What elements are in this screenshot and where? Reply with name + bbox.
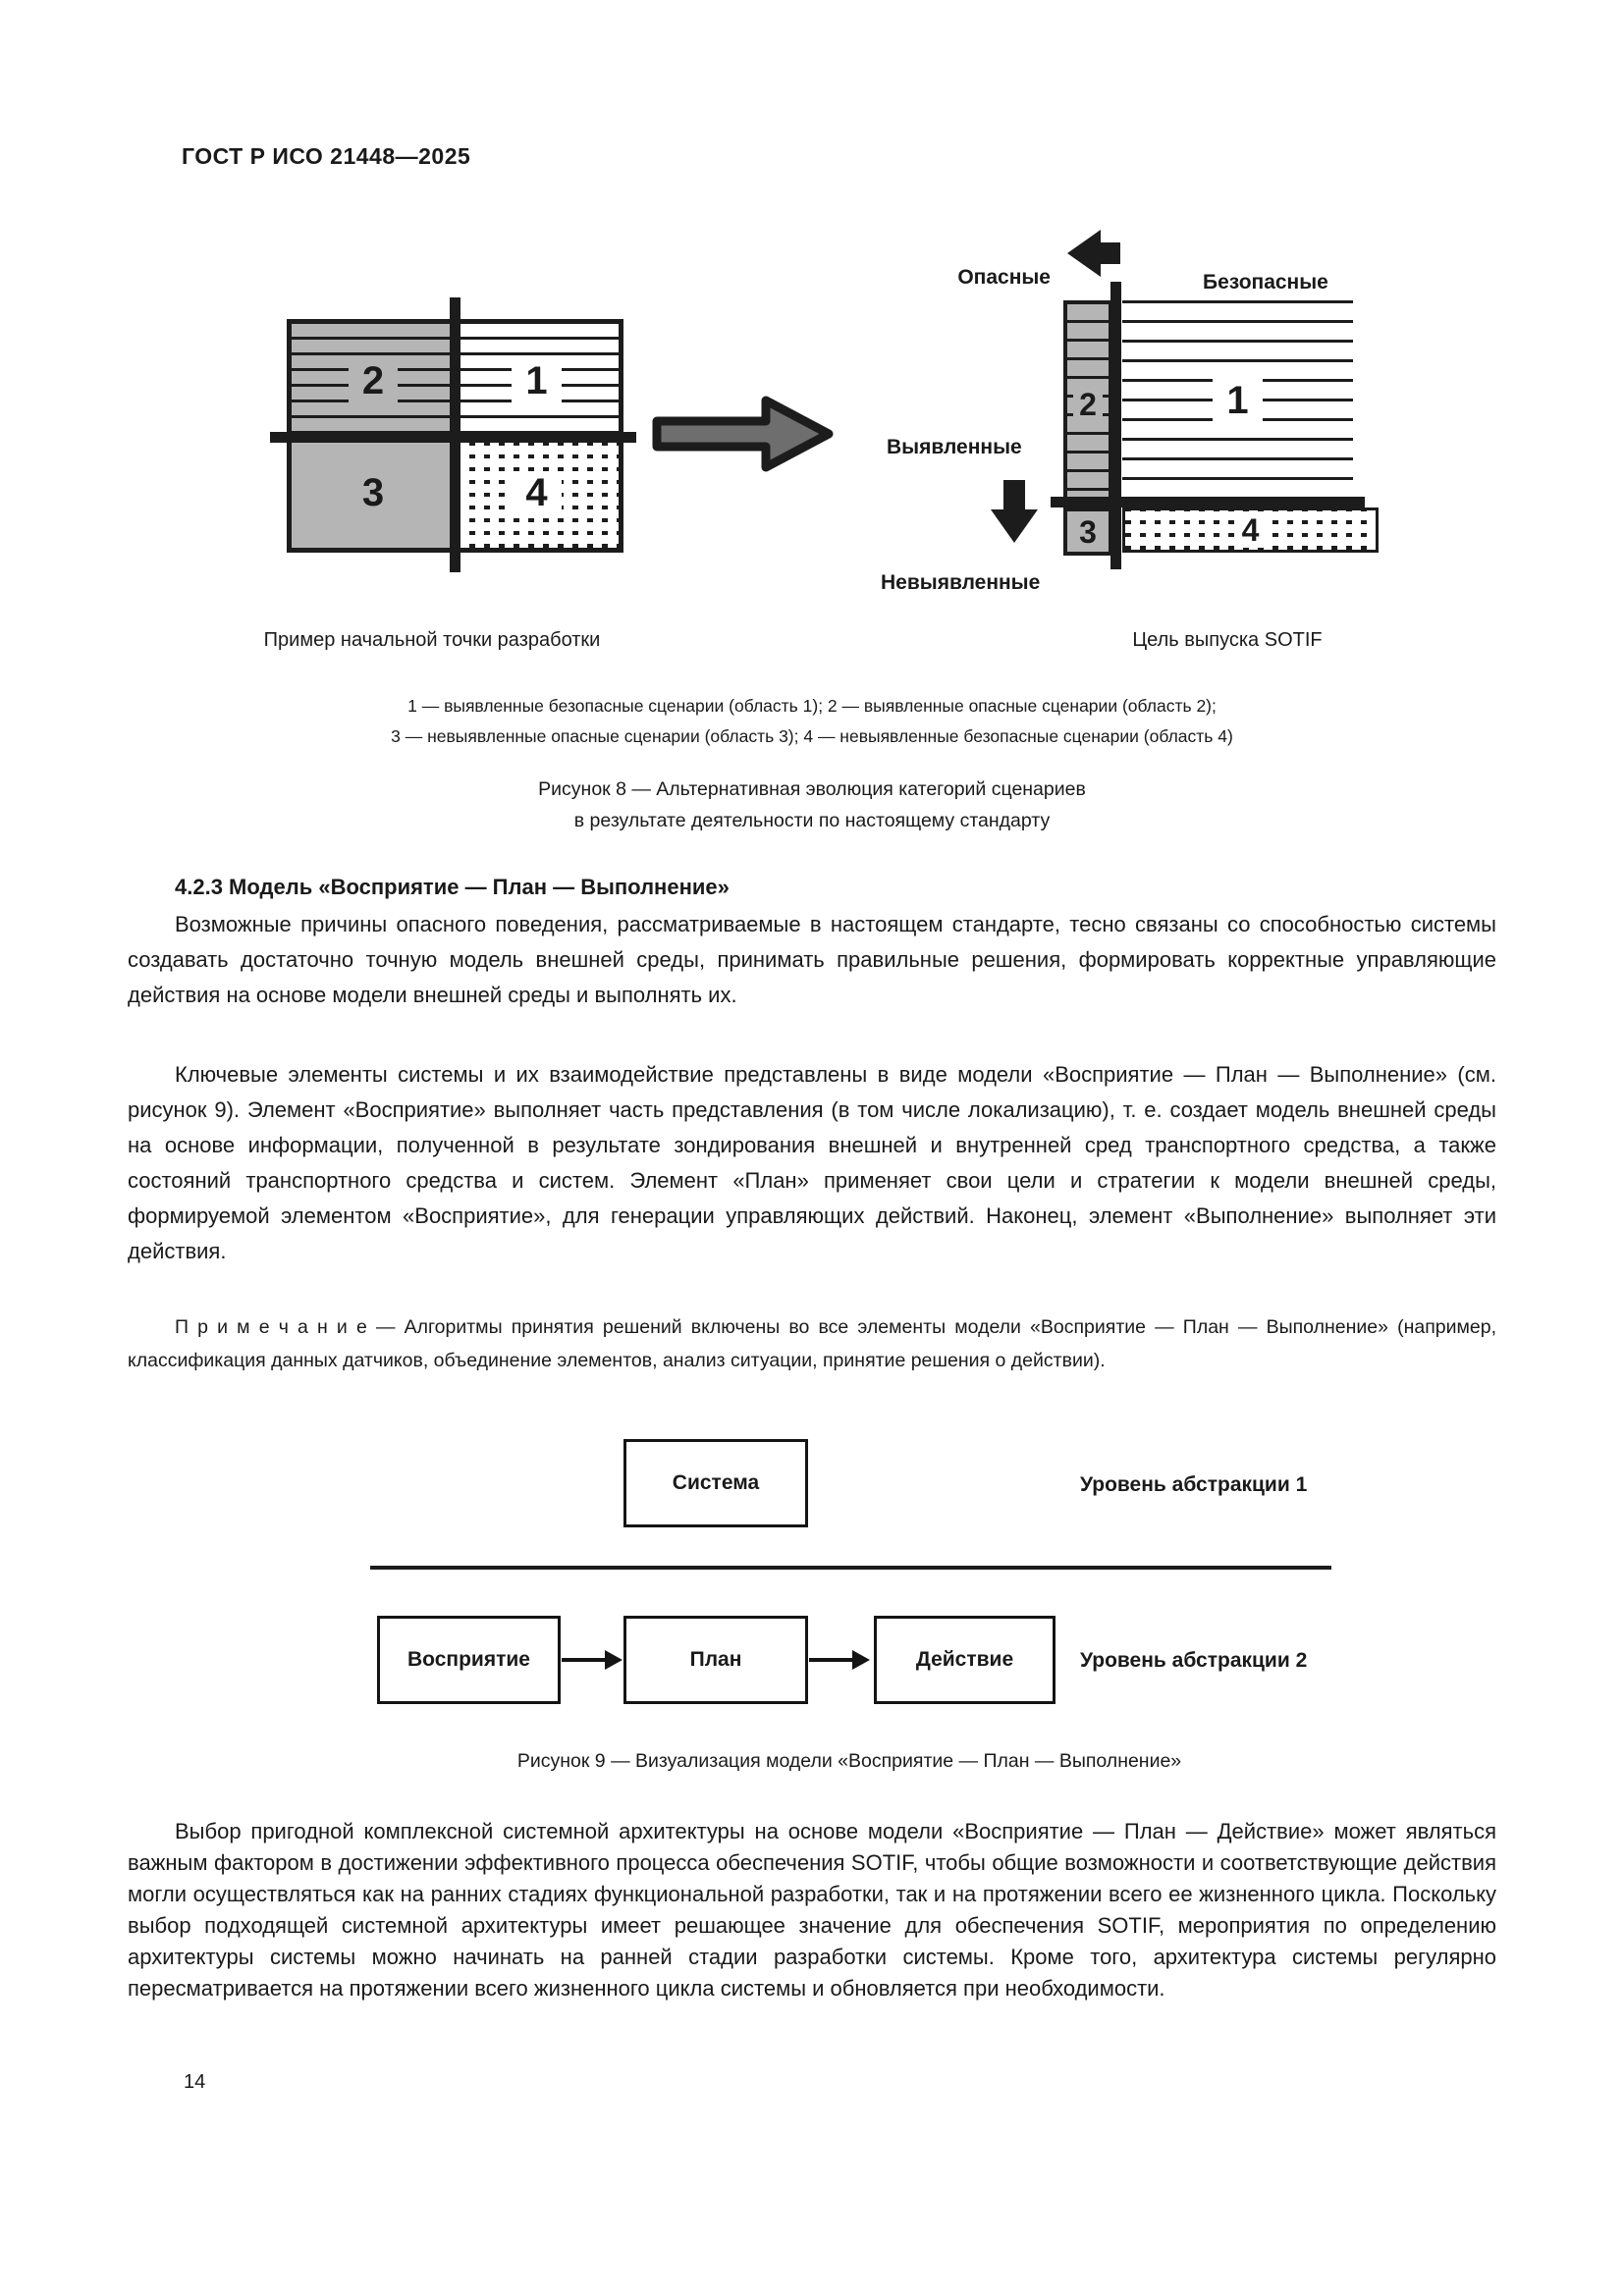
paragraph-1: Возможные причины опасного поведения, ра… — [128, 912, 1496, 1007]
action-box: Действие — [874, 1616, 1056, 1704]
figure8-caption-line-2: в результате деятельности по настоящему … — [573, 810, 1051, 831]
region-3-number: 3 — [361, 470, 385, 514]
page-number: 14 — [184, 2071, 206, 2093]
region-2-cell: 2 — [292, 324, 455, 437]
abstraction-divider-line — [370, 1566, 1331, 1570]
region-1-cell: 1 — [455, 324, 619, 437]
goal-region-4-cell: 4 — [1122, 507, 1379, 553]
goal-region-1-cell: 1 — [1122, 300, 1353, 500]
goal-region-3-number: 3 — [1079, 513, 1097, 550]
goal-region-4-number: 4 — [1235, 512, 1266, 548]
abstraction-level-2-label: Уровень абстракции 2 — [1080, 1649, 1308, 1672]
note-label: П р и м е ч а н и е — [175, 1316, 367, 1338]
standard-designation: ГОСТ Р ИСО 21448—2025 — [182, 143, 471, 169]
label-identified: Выявленные — [887, 436, 1022, 458]
region-4-cell: 4 — [455, 437, 619, 548]
figure8-initial-quadrant: 2 1 3 4 — [287, 319, 623, 553]
goal-region-1-number: 1 — [1213, 378, 1263, 422]
abstraction-level-1-label: Уровень абстракции 1 — [1080, 1473, 1308, 1496]
goal-horizontal-axis — [1051, 497, 1365, 507]
flow-arrow-icon — [809, 1649, 872, 1671]
legend-line-2: 3 — невыявленные опасные сценарии (облас… — [391, 726, 1233, 746]
section-heading: 4.2.3 Модель «Восприятие — План — Выполн… — [175, 875, 730, 899]
region-2-number: 2 — [348, 358, 399, 402]
flow-arrow-icon — [562, 1649, 624, 1671]
goal-region-2-cell: 2 — [1063, 300, 1112, 508]
quadrant-horizontal-axis — [270, 432, 636, 443]
paragraph-3: Выбор пригодной комплексной системной ар… — [128, 1819, 1496, 2001]
goal-vertical-axis — [1110, 282, 1121, 569]
plan-box: План — [623, 1616, 808, 1704]
paragraph-2: Ключевые элементы системы и их взаимодей… — [128, 1062, 1496, 1263]
region-3-cell: 3 — [292, 437, 455, 548]
label-unidentified: Невыявленные — [881, 571, 1041, 594]
label-safe: Безопасные — [1203, 271, 1328, 294]
caption-start-point: Пример начальной точки разработки — [263, 629, 601, 651]
region-4-number: 4 — [512, 470, 562, 514]
goal-region-2-number: 2 — [1073, 387, 1103, 422]
region-1-number: 1 — [512, 358, 562, 402]
shift-left-arrow-icon — [1065, 228, 1122, 281]
note-paragraph: П р и м е ч а н и е — Алгоритмы принятия… — [128, 1311, 1496, 1377]
caption-sotif-goal: Цель выпуска SOTIF — [1132, 629, 1323, 651]
system-box: Система — [623, 1439, 808, 1527]
figure8-caption: Рисунок 8 — Альтернативная эволюция кате… — [128, 774, 1496, 836]
figure8-caption-line-1: Рисунок 8 — Альтернативная эволюция кате… — [538, 778, 1086, 800]
figure9-caption: Рисунок 9 — Визуализация модели «Восприя… — [516, 1750, 1182, 1772]
legend-line-1: 1 — выявленные безопасные сценарии (обла… — [407, 696, 1217, 716]
shift-down-arrow-icon — [989, 478, 1040, 545]
label-dangerous: Опасные — [957, 266, 1051, 289]
transition-arrow-icon — [648, 391, 837, 477]
figure8-legend: 1 — выявленные безопасные сценарии (обла… — [128, 691, 1496, 752]
perception-box: Восприятие — [377, 1616, 561, 1704]
goal-region-3-cell: 3 — [1063, 507, 1112, 556]
note-text: — Алгоритмы принятия решений включены во… — [128, 1316, 1497, 1371]
